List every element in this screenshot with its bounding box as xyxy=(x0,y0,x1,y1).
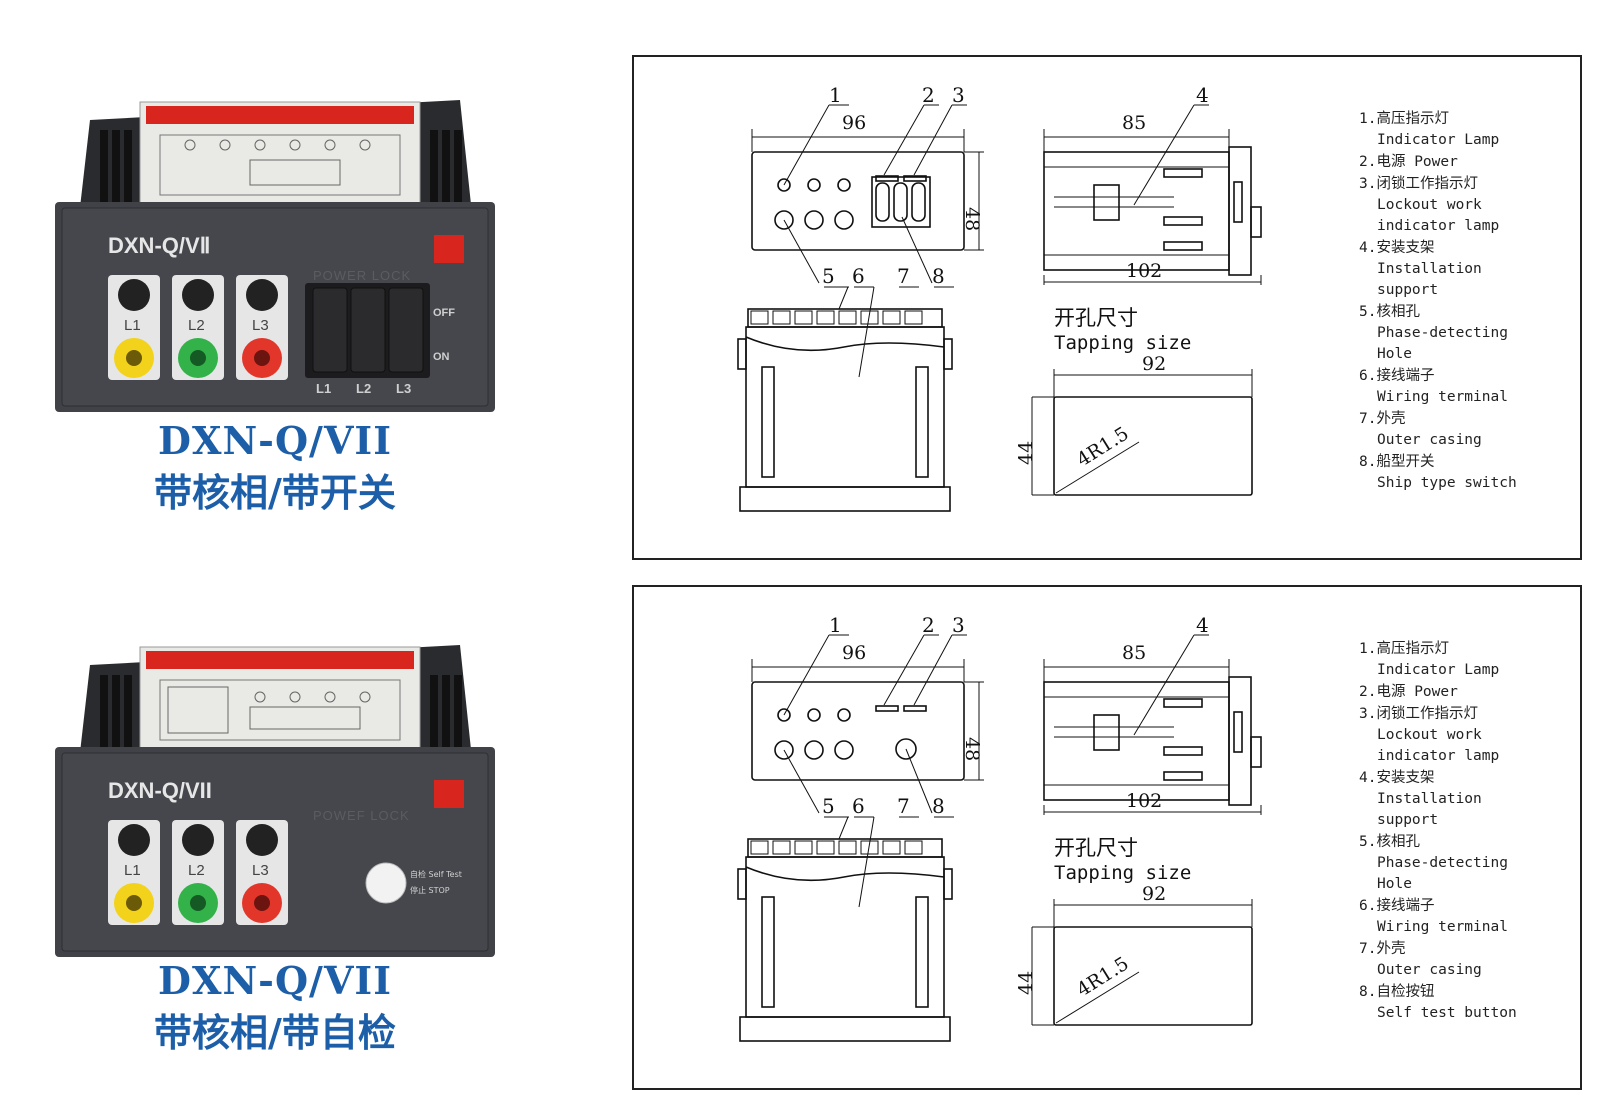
device-photo-self-test-version: DXN-Q/VII POWEF LOCK L1 L2 L3 自检 Self Te… xyxy=(55,645,495,957)
callout-1: 1 xyxy=(829,83,842,107)
callout-7: 7 xyxy=(897,794,910,818)
stop-label: 停止 STOP xyxy=(410,885,450,895)
technical-drawing-panel: 96 48 1 2 3 5 6 7 8 xyxy=(632,585,1582,1090)
lamp-label-l3: L3 xyxy=(252,862,269,879)
switch-state-on: ON xyxy=(433,351,450,363)
switch-state-off: OFF xyxy=(433,307,455,319)
switch-label-l1: L1 xyxy=(316,381,331,396)
cutout-title-en: Tapping size xyxy=(1054,332,1191,354)
switch-label-l3: L3 xyxy=(396,381,411,396)
dim-cutout-width: 92 xyxy=(1142,883,1166,905)
ship-switch-l1[interactable] xyxy=(312,287,348,373)
legend-item-2: 2.电源 Power xyxy=(1359,154,1458,170)
side-view: 85 102 4 xyxy=(1043,83,1262,285)
indicator-lamp-l3-icon xyxy=(246,279,278,311)
dim-front-width: 96 xyxy=(842,642,866,664)
callout-4: 4 xyxy=(1196,613,1209,637)
caption-model: DXN-Q/VII xyxy=(158,958,392,1003)
legend-item-2: 2.电源 Power xyxy=(1359,684,1458,700)
dimension-drawing: 96 48 1 2 3 5 6 7 xyxy=(737,83,1262,512)
caption-feature: 带核相/带自检 xyxy=(154,1010,396,1055)
self-test-button[interactable] xyxy=(365,862,407,904)
front-view: 96 48 1 2 3 5 6 7 xyxy=(751,83,984,288)
indicator-lamp-l2-icon xyxy=(182,279,214,311)
front-view: 96 48 1 2 3 5 6 7 8 xyxy=(751,613,984,818)
device-model-label: DXN-Q/VII xyxy=(108,778,212,803)
bottom-view xyxy=(737,816,953,1042)
cutout-title-cn: 开孔尺寸 xyxy=(1054,306,1138,330)
cutout-view: 开孔尺寸 Tapping size 92 44 4R1.5 xyxy=(1015,836,1253,1026)
cutout-title-en: Tapping size xyxy=(1054,862,1191,884)
power-lock-label: POWEF LOCK xyxy=(313,808,410,823)
power-lock-label: POWER LOCK xyxy=(313,268,411,283)
callout-7: 7 xyxy=(897,264,910,288)
caption-feature: 带核相/带开关 xyxy=(154,470,396,515)
device-model-label: DXN-Q/VⅡ xyxy=(108,233,211,258)
dimension-drawing: 96 48 1 2 3 5 6 7 8 xyxy=(737,613,1262,1042)
dim-front-height: 48 xyxy=(961,207,983,231)
cutout-title-cn: 开孔尺寸 xyxy=(1054,836,1138,860)
callout-3: 3 xyxy=(952,613,965,637)
callout-8: 8 xyxy=(932,794,945,818)
lamp-label-l2: L2 xyxy=(188,862,205,879)
callout-1: 1 xyxy=(829,613,842,637)
lamp-label-l3: L3 xyxy=(252,317,269,334)
callout-3: 3 xyxy=(952,83,965,107)
lamp-label-l2: L2 xyxy=(188,317,205,334)
technical-drawing-panel: 96 48 1 2 3 5 6 7 xyxy=(632,55,1582,560)
callout-6: 6 xyxy=(852,264,865,288)
side-view: 85 102 4 xyxy=(1043,613,1262,815)
dim-side-width: 85 xyxy=(1122,642,1146,664)
dim-front-width: 96 xyxy=(842,112,866,134)
dim-front-height: 48 xyxy=(961,737,983,761)
bottom-view xyxy=(737,286,953,512)
dim-cutout-height: 44 xyxy=(1015,441,1037,465)
dim-side-total: 102 xyxy=(1126,260,1162,282)
dim-cutout-width: 92 xyxy=(1142,353,1166,375)
lamp-label-l1: L1 xyxy=(124,862,141,879)
callout-8: 8 xyxy=(932,264,945,288)
dim-side-total: 102 xyxy=(1126,790,1162,812)
product-row-2: DXN-Q/VII POWEF LOCK L1 L2 L3 自检 Self Te… xyxy=(0,540,1600,1090)
ship-switch-l3[interactable] xyxy=(388,287,424,373)
dim-cutout-height: 44 xyxy=(1015,971,1037,995)
self-test-label: 自检 Self Test xyxy=(410,869,462,879)
product-row-1: DXN-Q/VⅡ POWER LOCK L1 L2 L3 OFF ON L xyxy=(0,0,1600,560)
callout-2: 2 xyxy=(922,83,935,107)
dim-side-width: 85 xyxy=(1122,112,1146,134)
indicator-lamp-l1-icon xyxy=(118,824,150,856)
switch-label-l2: L2 xyxy=(356,381,371,396)
callout-5: 5 xyxy=(822,264,835,288)
device-photo-switch-version: DXN-Q/VⅡ POWER LOCK L1 L2 L3 OFF ON L xyxy=(55,100,495,412)
indicator-lamp-l2-icon xyxy=(182,824,214,856)
cutout-view: 开孔尺寸 Tapping size 92 44 4R1.5 xyxy=(1015,306,1253,496)
callout-6: 6 xyxy=(852,794,865,818)
ship-switch-l2[interactable] xyxy=(350,287,386,373)
caption-model: DXN-Q/VII xyxy=(158,418,392,463)
lamp-label-l1: L1 xyxy=(124,317,141,334)
callout-5: 5 xyxy=(822,794,835,818)
indicator-lamp-l1-icon xyxy=(118,279,150,311)
callout-2: 2 xyxy=(922,613,935,637)
indicator-lamp-l3-icon xyxy=(246,824,278,856)
callout-4: 4 xyxy=(1196,83,1209,107)
